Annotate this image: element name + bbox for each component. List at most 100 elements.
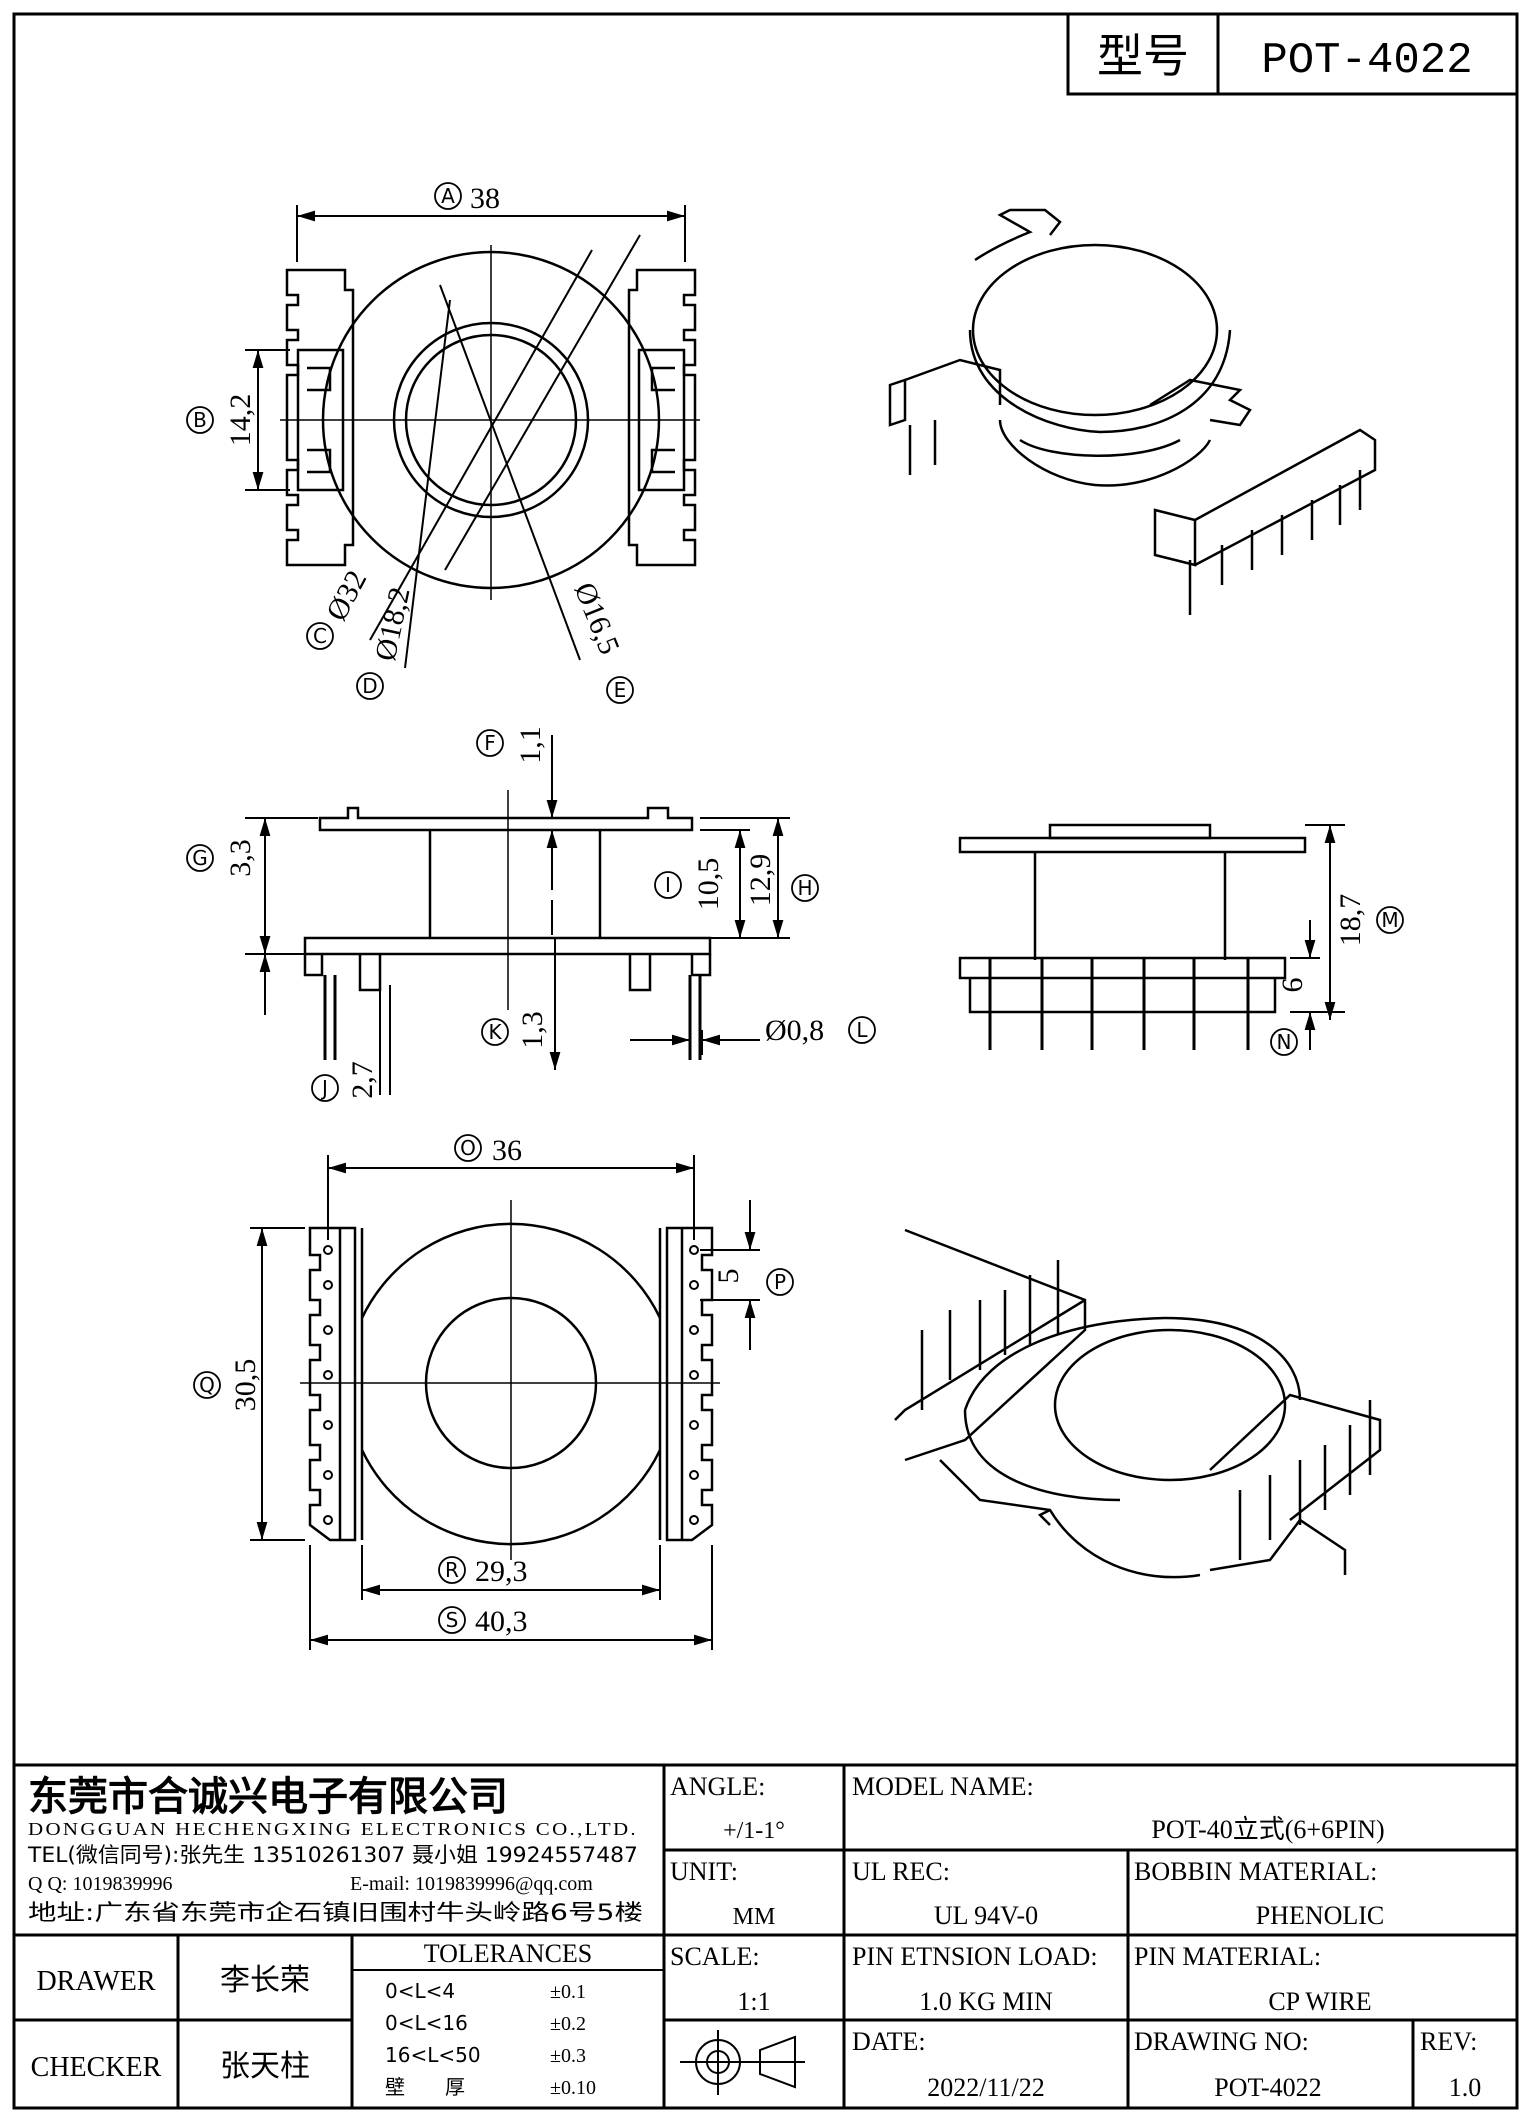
- svg-text:Ø32: Ø32: [320, 565, 373, 626]
- drawing-no-label: DRAWING NO:: [1134, 2027, 1309, 2056]
- svg-text:P: P: [774, 1270, 786, 1294]
- model-number-label: 型号: [1097, 31, 1189, 82]
- svg-text:6: 6: [1276, 978, 1309, 993]
- model-name-label: MODEL NAME:: [852, 1772, 1034, 1801]
- dim-label-q: Q 30,5: [193, 1359, 262, 1412]
- dim-label-p: P 5: [712, 1268, 794, 1296]
- model-name-value: POT-40立式(6+6PIN): [1151, 1815, 1384, 1844]
- svg-text:10,5: 10,5: [692, 858, 725, 911]
- angle-label: ANGLE:: [670, 1772, 765, 1801]
- svg-text:D: D: [362, 674, 377, 698]
- svg-text:B: B: [193, 408, 207, 432]
- dim-label-e: E Ø16,5: [568, 578, 634, 704]
- rev-label: REV:: [1420, 2027, 1477, 2056]
- svg-text:M: M: [1381, 908, 1398, 932]
- company-info: 东莞市合诚兴电子有限公司 DONGGUAN HECHENGXING ELECTR…: [27, 1774, 643, 1926]
- drawing-no-value: POT-4022: [1214, 2073, 1321, 2102]
- dim-label-s: S 40,3: [438, 1605, 528, 1638]
- ul-rec-value: UL 94V-0: [934, 1901, 1038, 1930]
- svg-text:Ø0,8: Ø0,8: [765, 1014, 824, 1047]
- svg-text:36: 36: [492, 1134, 522, 1167]
- bottom-view-dimension-lines: [250, 1155, 760, 1650]
- dim-label-b: B 14,2: [186, 394, 257, 447]
- checker-label: CHECKER: [31, 2052, 162, 2083]
- drawer-label: DRAWER: [36, 1966, 155, 1997]
- svg-text:1,3: 1,3: [516, 1011, 549, 1049]
- pin-material-label: PIN MATERIAL:: [1134, 1942, 1321, 1971]
- isometric-view-1: [888, 208, 1377, 567]
- side-view-right-dimension-lines: [1290, 824, 1345, 1050]
- model-number-value: POT-4022: [1261, 36, 1472, 86]
- svg-text:0<L<4: 0<L<4: [385, 1979, 455, 2003]
- dim-label-n: N 6: [1270, 978, 1309, 1056]
- pin-material-value: CP WIRE: [1268, 1987, 1371, 2016]
- tolerances-label: TOLERANCES: [424, 1939, 593, 1968]
- svg-text:Q: Q: [199, 1373, 215, 1397]
- tolerance-row: 16<L<50 ±0.3: [385, 2043, 586, 2067]
- dim-label-l: L Ø0,8: [765, 1014, 876, 1047]
- svg-text:12,9: 12,9: [744, 854, 777, 907]
- dim-label-r: R 29,3: [438, 1555, 528, 1588]
- dim-label-m: M 18,7: [1334, 894, 1404, 947]
- rev-value: 1.0: [1449, 2073, 1482, 2102]
- side-view-right: [958, 823, 1307, 1014]
- dim-label-f: F 1,1: [476, 726, 547, 764]
- svg-text:Ø16,5: Ø16,5: [568, 578, 626, 659]
- svg-text:A: A: [441, 184, 455, 208]
- pin-tension-label: PIN ETNSION LOAD:: [852, 1942, 1098, 1971]
- top-view-dimension-lines: [245, 205, 686, 669]
- tolerance-row: 0<L<16 ±0.2: [385, 2011, 586, 2035]
- svg-text:N: N: [1277, 1030, 1292, 1054]
- isometric-view-2: [894, 1228, 1382, 1579]
- svg-text:1,1: 1,1: [514, 726, 547, 764]
- company-name-en: DONGGUAN HECHENGXING ELECTRONICS CO.,LTD…: [28, 1819, 638, 1839]
- dim-label-j: J 2,7: [311, 1061, 379, 1102]
- tolerance-row: 壁 厚 ±0.10: [385, 2075, 596, 2099]
- bottom-view-pin-holes: [323, 1245, 699, 1525]
- svg-text:±0.10: ±0.10: [550, 2077, 596, 2099]
- svg-text:30,5: 30,5: [229, 1359, 262, 1412]
- bottom-view-centerlines: [300, 1200, 720, 1560]
- svg-text:0<L<16: 0<L<16: [385, 2011, 468, 2035]
- isometric-view-1-pins: [908, 420, 1362, 615]
- date-value: 2022/11/22: [927, 2073, 1044, 2102]
- scale-label: SCALE:: [670, 1942, 760, 1971]
- svg-text:C: C: [313, 624, 327, 648]
- model-number-box: 型号 POT-4022: [1066, 12, 1519, 96]
- svg-text:14,2: 14,2: [224, 394, 257, 447]
- dim-label-i: I 10,5: [654, 858, 725, 911]
- dim-label-g: G 3,3: [186, 839, 257, 877]
- svg-text:G: G: [192, 846, 208, 870]
- title-block-symbol: [680, 2030, 805, 2095]
- dim-label-o: O 36: [454, 1134, 522, 1167]
- tolerance-row: 0<L<4 ±0.1: [385, 1979, 586, 2003]
- svg-text:S: S: [446, 1608, 459, 1632]
- bobbin-material-label: BOBBIN MATERIAL:: [1134, 1857, 1377, 1886]
- svg-text:16<L<50: 16<L<50: [385, 2043, 481, 2067]
- side-view-right-pins: [988, 958, 1250, 1050]
- checker-name: 张天柱: [220, 2049, 310, 2084]
- company-qq: Q Q: 1019839996: [28, 1873, 172, 1895]
- svg-text:E: E: [614, 678, 627, 702]
- dim-label-h: H 12,9: [744, 854, 819, 907]
- svg-text:38: 38: [470, 182, 500, 215]
- svg-text:K: K: [488, 1020, 502, 1044]
- bobbin-material-value: PHENOLIC: [1256, 1901, 1385, 1930]
- unit-label: UNIT:: [670, 1857, 738, 1886]
- svg-text:O: O: [460, 1136, 476, 1160]
- date-label: DATE:: [852, 2027, 926, 2056]
- isometric-view-2-pins: [920, 1260, 1372, 1560]
- company-tel: TEL(微信同号):张先生 13510261307 聂小姐 1992455748…: [27, 1843, 638, 1867]
- dim-label-c: C Ø32: [306, 565, 373, 650]
- svg-text:3,3: 3,3: [224, 839, 257, 877]
- drawer-name: 李长荣: [220, 1963, 310, 1998]
- svg-text:L: L: [856, 1018, 868, 1042]
- svg-text:18,7: 18,7: [1334, 894, 1367, 947]
- pin-tension-value: 1.0 KG MIN: [919, 1987, 1053, 2016]
- svg-text:5: 5: [712, 1269, 745, 1284]
- company-name-cn: 东莞市合诚兴电子有限公司: [28, 1774, 508, 1820]
- svg-text:2,7: 2,7: [346, 1061, 379, 1099]
- side-view-dimension-lines: [245, 735, 790, 1095]
- company-email: E-mail: 1019839996@qq.com: [350, 1873, 593, 1895]
